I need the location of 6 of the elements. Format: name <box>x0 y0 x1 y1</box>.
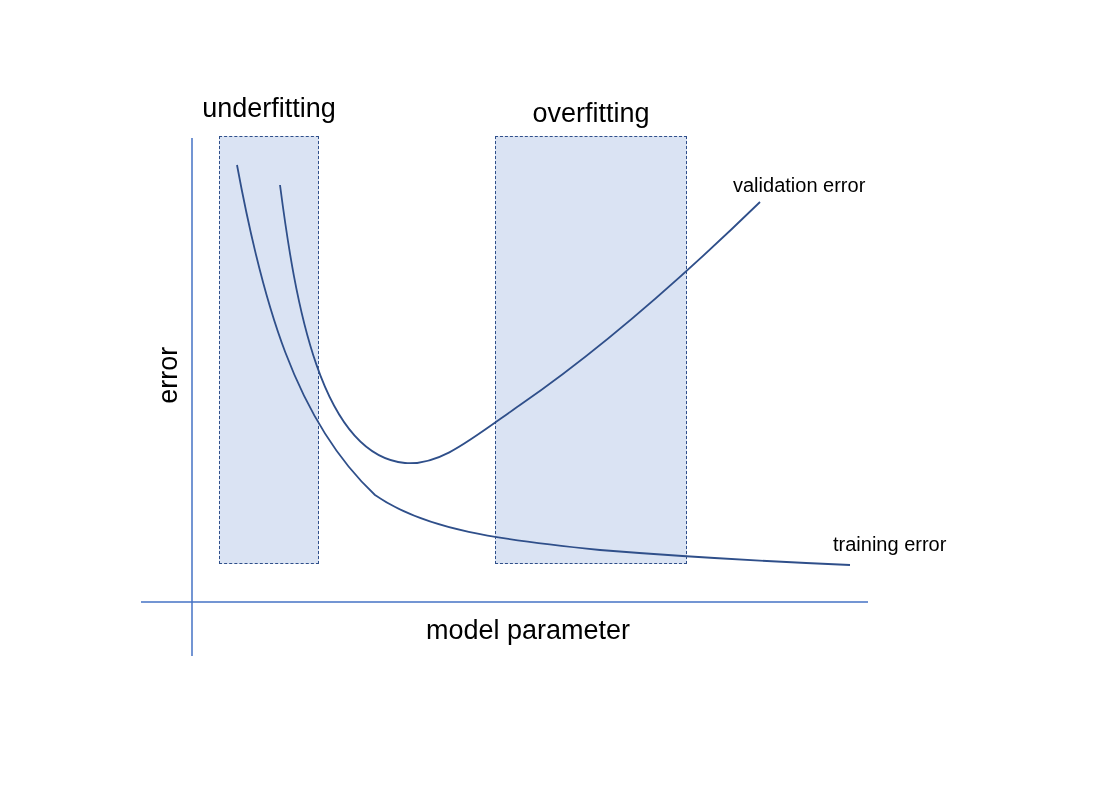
axis-title: error <box>151 346 184 404</box>
curve-label: training error <box>833 532 947 556</box>
curve-label: validation error <box>733 173 866 197</box>
region-heading: overfitting <box>532 97 650 129</box>
axis-title: model parameter <box>426 614 631 647</box>
region-heading: underfitting <box>202 92 336 124</box>
